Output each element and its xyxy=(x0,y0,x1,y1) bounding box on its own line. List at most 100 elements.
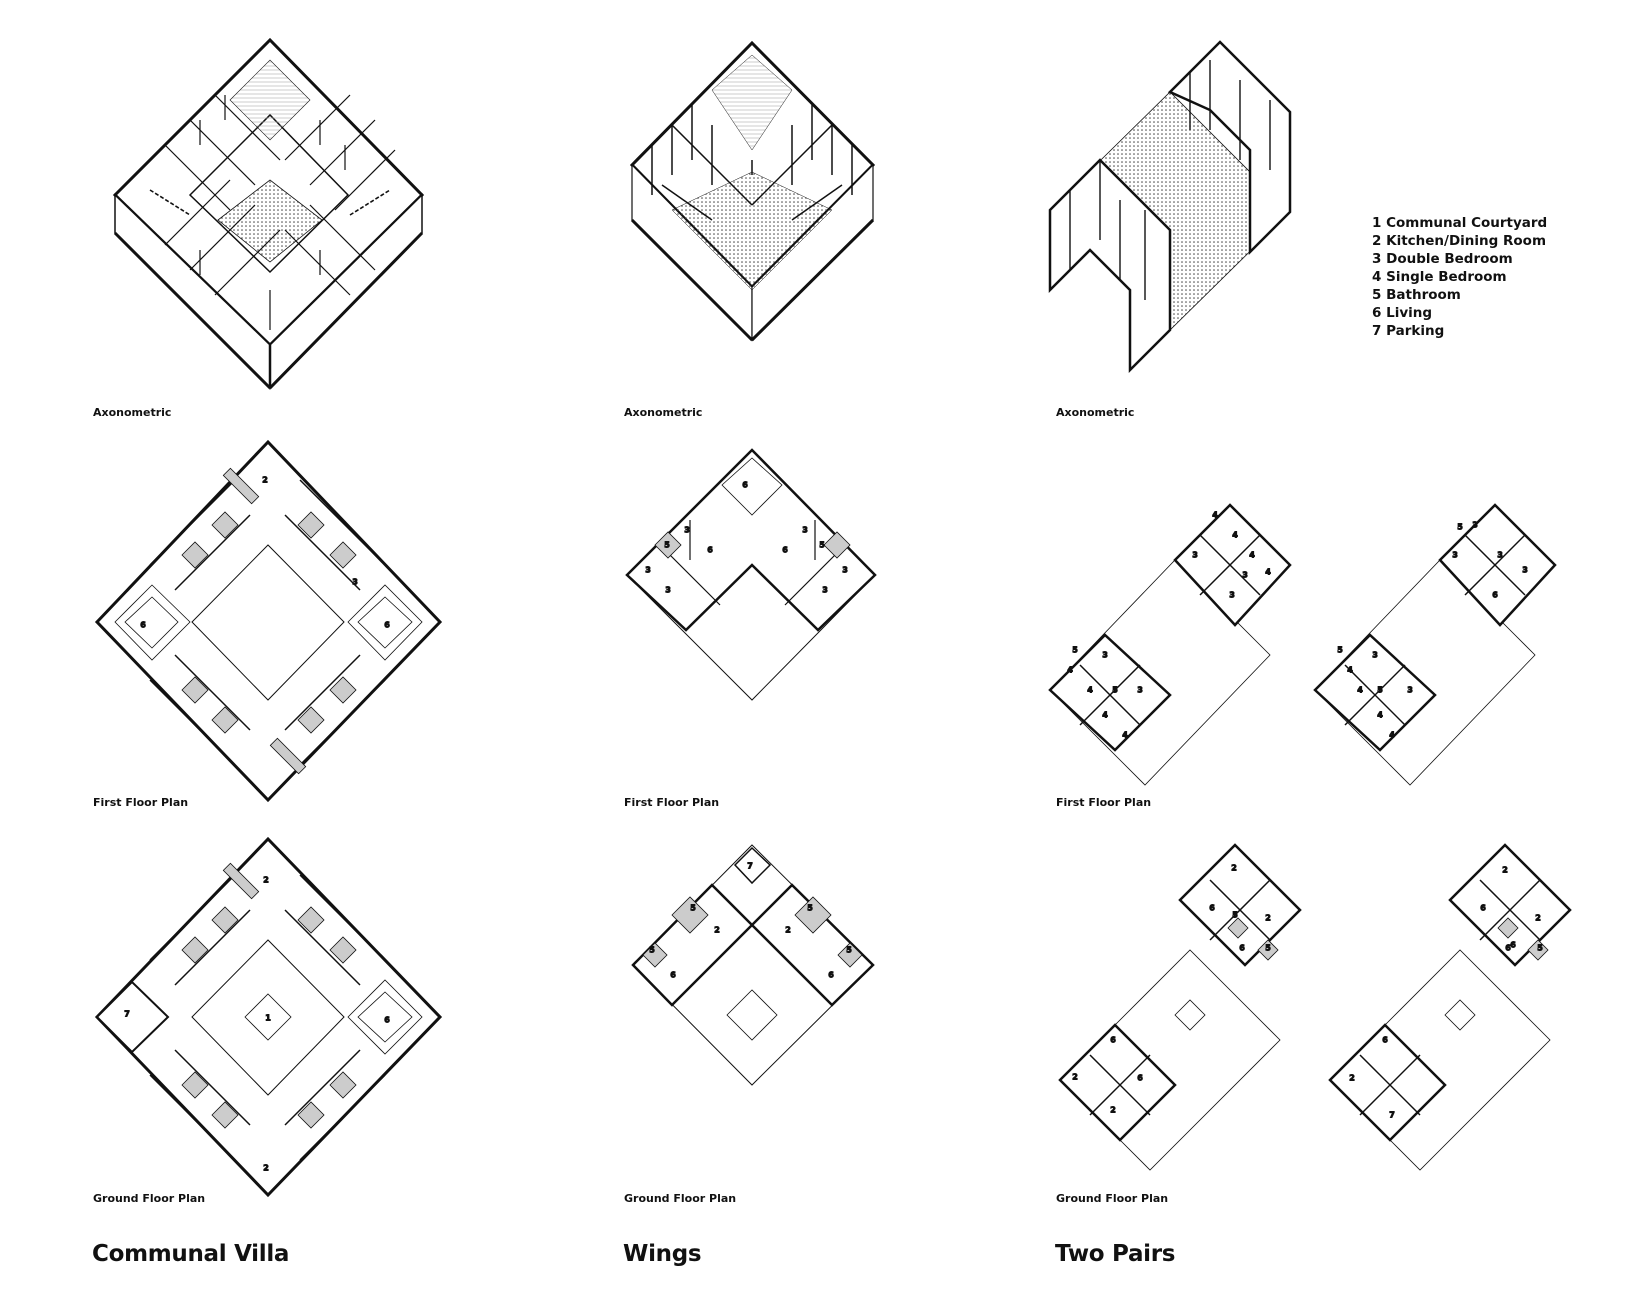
legend-item: 4 Single Bedroom xyxy=(1372,269,1507,285)
room-label: 2 xyxy=(714,926,720,935)
room-label: 3 xyxy=(802,526,808,535)
legend-item: 3 Double Bedroom xyxy=(1372,251,1513,267)
room-label: 6 xyxy=(670,971,676,980)
room-label: 5 xyxy=(1072,646,1078,655)
room-label: 6 xyxy=(742,481,748,490)
room-label: 5 xyxy=(807,904,813,913)
room-label: 6 xyxy=(1480,904,1486,913)
label-pairs-first-floor: First Floor Plan xyxy=(1056,796,1152,809)
room-label: 6 xyxy=(1110,1036,1116,1045)
room-label: 6 xyxy=(1239,944,1245,953)
room-label: 2 xyxy=(263,876,269,885)
room-label: 2 xyxy=(1535,914,1541,923)
villa-ground-floor-plan: 2 2 1 6 7 xyxy=(94,836,443,1198)
label-villa-ground-floor: Ground Floor Plan xyxy=(93,1192,206,1205)
room-label: 5 xyxy=(846,946,852,955)
room-label: 6 xyxy=(1510,941,1516,950)
title-wings: Wings xyxy=(623,1241,702,1267)
room-label: 6 xyxy=(1382,1036,1388,1045)
room-label: 3 xyxy=(1229,591,1235,600)
villa-axonometric xyxy=(112,37,425,390)
room-label: 3 xyxy=(352,578,358,587)
room-label: 6 xyxy=(1209,904,1215,913)
room-label: 5 xyxy=(1337,646,1343,655)
pairs-first-floor-plan: 4 4 3 3 4 4 3 5 5 4 4 3 3 4 4 4 5 3 3 3 … xyxy=(1048,503,1557,786)
room-label: 7 xyxy=(747,862,753,871)
room-label: 3 xyxy=(684,526,690,535)
room-label: 4 xyxy=(1102,711,1108,720)
label-villa-first-floor: First Floor Plan xyxy=(93,796,189,809)
room-legend: 1 Communal Courtyard 2 Kitchen/Dining Ro… xyxy=(1372,214,1547,340)
room-label: 6 xyxy=(1505,944,1511,953)
room-label: 6 xyxy=(1492,591,1498,600)
legend-item: 2 Kitchen/Dining Room xyxy=(1372,233,1547,249)
pairs-ground-room-labels: 2 6 5 2 6 5 6 2 6 2 2 6 6 2 6 5 6 2 7 xyxy=(1072,863,1544,1120)
room-label: 4 xyxy=(1265,568,1271,577)
room-label: 3 xyxy=(1372,651,1378,660)
legend-item: 6 Living xyxy=(1372,305,1433,321)
room-label: 7 xyxy=(124,1010,130,1019)
room-label: 5 xyxy=(1232,911,1238,920)
pairs-ground-floor-plan: 2 6 5 2 6 5 6 2 6 2 2 6 6 2 6 5 6 2 7 xyxy=(1058,843,1572,1171)
villa-first-floor-plan: 2 3 6 6 xyxy=(94,439,443,803)
room-label: 3 xyxy=(1522,566,1528,575)
room-label: 2 xyxy=(1110,1106,1116,1115)
room-label: 5 xyxy=(690,904,696,913)
room-label: 4 xyxy=(1347,666,1353,675)
room-label: 1 xyxy=(265,1014,271,1023)
room-label: 2 xyxy=(785,926,791,935)
room-label: 3 xyxy=(645,566,651,575)
room-label: 3 xyxy=(1452,551,1458,560)
wings-ground-floor-plan: 7 5 5 5 5 2 2 6 6 xyxy=(631,844,875,1086)
room-label: 6 xyxy=(1137,1074,1143,1083)
room-label: 3 xyxy=(1137,686,1143,695)
room-label: 4 xyxy=(1087,686,1093,695)
label-wings-axonometric: Axonometric xyxy=(624,406,703,419)
room-label: 4 xyxy=(1067,666,1073,675)
room-label: 2 xyxy=(262,476,268,485)
room-label: 3 xyxy=(1407,686,1413,695)
room-label: 4 xyxy=(1357,686,1363,695)
room-label: 6 xyxy=(782,546,788,555)
room-label: 4 xyxy=(1232,531,1238,540)
room-label: 4 xyxy=(1389,731,1395,740)
room-label: 2 xyxy=(263,1164,269,1173)
room-label: 3 xyxy=(1242,571,1248,580)
room-label: 3 xyxy=(822,586,828,595)
room-label: 5 xyxy=(649,946,655,955)
legend-item: 5 Bathroom xyxy=(1372,287,1461,303)
room-label: 4 xyxy=(1122,731,1128,740)
room-label: 4 xyxy=(1249,551,1255,560)
legend-item: 1 Communal Courtyard xyxy=(1372,215,1548,231)
room-label: 3 xyxy=(1102,651,1108,660)
room-label: 5 xyxy=(664,541,670,550)
room-label: 5 xyxy=(819,541,825,550)
room-label: 3 xyxy=(665,586,671,595)
wings-axonometric xyxy=(629,40,876,342)
room-label: 2 xyxy=(1349,1074,1355,1083)
room-label: 4 xyxy=(1212,511,1218,520)
room-label: 6 xyxy=(384,1016,390,1025)
label-wings-ground-floor: Ground Floor Plan xyxy=(624,1192,737,1205)
room-label: 2 xyxy=(1072,1073,1078,1082)
pairs-first-room-labels: 4 4 3 3 4 4 3 5 5 4 4 3 3 4 4 4 5 3 3 3 … xyxy=(1067,510,1529,740)
legend-item: 7 Parking xyxy=(1372,323,1445,339)
room-label: 6 xyxy=(707,546,713,555)
label-pairs-ground-floor: Ground Floor Plan xyxy=(1056,1192,1169,1205)
room-label: 3 xyxy=(842,566,848,575)
room-label: 5 xyxy=(1457,523,1463,532)
title-two-pairs: Two Pairs xyxy=(1055,1241,1176,1267)
room-label: 3 xyxy=(1192,551,1198,560)
label-villa-axonometric: Axonometric xyxy=(93,406,172,419)
room-label: 2 xyxy=(1265,914,1271,923)
label-pairs-axonometric: Axonometric xyxy=(1056,406,1135,419)
room-label: 5 xyxy=(1265,944,1271,953)
room-label: 6 xyxy=(828,971,834,980)
room-label: 7 xyxy=(1389,1111,1395,1120)
room-label: 5 xyxy=(1112,686,1118,695)
room-label: 2 xyxy=(1502,866,1508,875)
room-label: 6 xyxy=(384,621,390,630)
room-label: 4 xyxy=(1377,711,1383,720)
pairs-axonometric xyxy=(1048,40,1292,374)
